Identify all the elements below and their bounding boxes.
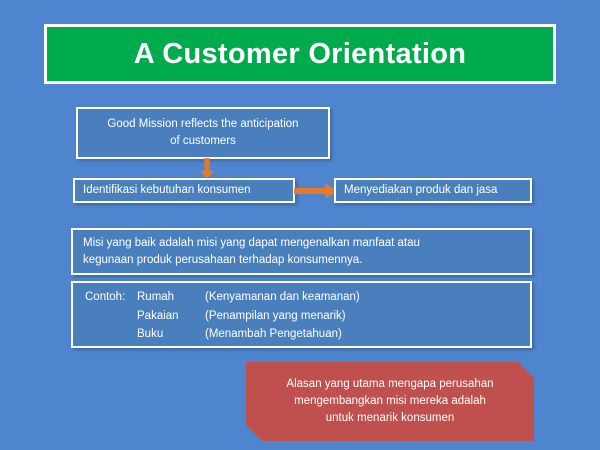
table-row: Pakaian (Penampilan yang menarik) xyxy=(85,308,360,327)
mission-statement-text: Good Mission reflects the anticipation o… xyxy=(107,116,298,149)
callout-line-1: Alasan yang utama mengapa perusahan xyxy=(286,377,494,390)
contoh-label-spacer xyxy=(85,326,137,345)
contoh-item: Pakaian xyxy=(137,309,179,322)
arrow-right-icon xyxy=(294,182,338,200)
mission-line-1: Good Mission reflects the anticipation xyxy=(107,118,299,131)
misi-line-2: kegunaan produk perusahaan terhadap kons… xyxy=(83,253,363,266)
conclusion-callout: Alasan yang utama mengapa perusahan meng… xyxy=(246,362,534,441)
contoh-desc: (Penampilan yang menarik) xyxy=(205,309,346,322)
table-row: Contoh: Rumah (Kenyamanan dan keamanan) xyxy=(85,289,360,308)
identifikasi-box: Identifikasi kebutuhan konsumen xyxy=(73,178,295,203)
misi-line-1: Misi yang baik adalah misi yang dapat me… xyxy=(83,236,420,249)
contoh-desc: (Menambah Pengetahuan) xyxy=(205,328,342,341)
identifikasi-text: Identifikasi kebutuhan konsumen xyxy=(83,184,251,197)
contoh-label: Contoh: xyxy=(85,291,126,303)
arrow-down-icon xyxy=(196,158,218,180)
conclusion-callout-text: Alasan yang utama mengapa perusahan meng… xyxy=(286,376,493,428)
page-title: A Customer Orientation xyxy=(133,37,467,70)
callout-line-2: mengembangkan misi mereka adalah xyxy=(294,394,486,407)
menyediakan-box: Menyediakan produk dan jasa xyxy=(334,178,532,203)
contoh-examples-box: Contoh: Rumah (Kenyamanan dan keamanan) … xyxy=(71,281,532,348)
contoh-item: Rumah xyxy=(137,291,175,303)
contoh-label-spacer xyxy=(85,308,137,327)
slide-title-banner: A Customer Orientation xyxy=(44,24,556,84)
callout-line-3: untuk menarik konsumen xyxy=(325,412,455,425)
mission-statement-box: Good Mission reflects the anticipation o… xyxy=(76,107,330,159)
misi-description-text: Misi yang baik adalah misi yang dapat me… xyxy=(83,235,420,268)
misi-description-box: Misi yang baik adalah misi yang dapat me… xyxy=(71,228,532,275)
menyediakan-text: Menyediakan produk dan jasa xyxy=(344,184,498,197)
contoh-table: Contoh: Rumah (Kenyamanan dan keamanan) … xyxy=(85,289,360,345)
table-row: Buku (Menambah Pengetahuan) xyxy=(85,326,360,345)
mission-line-2: of customers xyxy=(170,135,236,147)
contoh-desc: (Kenyamanan dan keamanan) xyxy=(205,291,360,303)
contoh-item: Buku xyxy=(137,328,164,341)
